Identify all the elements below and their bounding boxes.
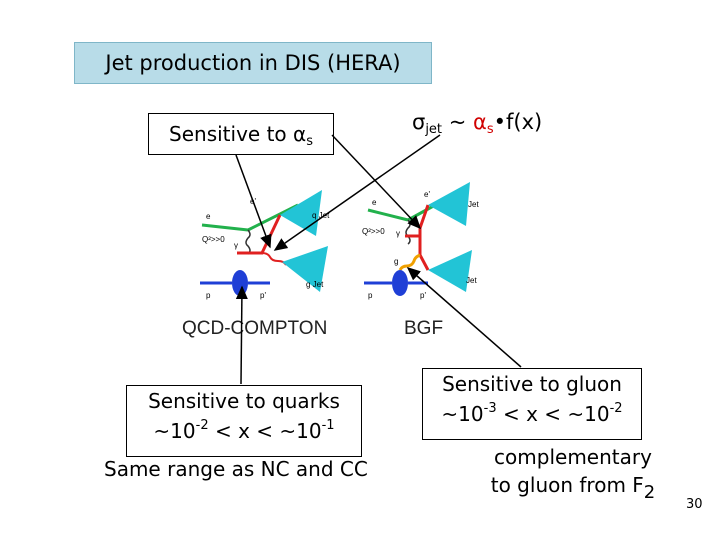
quarks-line1: Sensitive to quarks <box>148 389 340 413</box>
qcd-electron-out-line <box>247 203 299 232</box>
qcd-gluon-line <box>261 252 287 266</box>
sigma-sub: jet <box>425 122 443 137</box>
slide-title: Jet production in DIS (HERA) <box>74 42 432 84</box>
qcd-photon-line <box>245 229 251 255</box>
page-number: 30 <box>686 497 703 512</box>
bgf-pprime-label: p' <box>420 291 426 300</box>
arrow-alpha-to-qcd <box>235 154 272 249</box>
arrow-quarks-to-proton <box>235 285 248 385</box>
quarks-range: ~10-2 < x < ~10-1 <box>153 418 335 443</box>
formula-rest: •f(x) <box>493 110 543 134</box>
bgf-photon-line <box>405 219 411 245</box>
qcd-gamma-label: γ <box>234 241 238 250</box>
sensitive-alpha-text: Sensitive to α <box>169 122 307 146</box>
bgf-gamma-label: γ <box>396 229 400 238</box>
sigma-symbol: σ <box>412 110 426 134</box>
gluon-line1: Sensitive to gluon <box>442 372 622 396</box>
same-range-text: Same range as NC and CC <box>104 457 368 481</box>
bgf-g-label: g <box>394 257 398 266</box>
qcd-p-label: p <box>206 291 211 300</box>
qcd-qjet-label: q Jet <box>312 211 330 220</box>
sigma-formula: σjet ~ αs•f(x) <box>412 110 543 137</box>
complementary-text: complementary to gluon from F2 <box>478 443 668 503</box>
qcd-quark-vertex-line <box>237 214 282 255</box>
qcd-gjet-cone <box>282 246 328 292</box>
bgf-e-label: e <box>372 198 377 207</box>
arrow-alpha-to-bgf <box>331 134 422 230</box>
gluon-range: ~10-3 < x < ~10-2 <box>441 401 623 426</box>
bgf-jet-top-cone <box>428 182 470 226</box>
tilde: ~ <box>442 110 473 134</box>
qcd-e-label: e <box>206 212 211 221</box>
alpha-sub: s <box>486 122 494 137</box>
bgf-gluon-line <box>398 253 421 271</box>
qcd-gjet-label: g Jet <box>306 280 324 289</box>
qcd-compton-diagram: e e' q Jet g Jet Q²>>0 γ p p' QCD-COMPTO… <box>182 190 330 339</box>
bgf-quark-loop-line <box>418 204 430 271</box>
bgf-jet-top-label: Jet <box>468 200 479 209</box>
bgf-eprime-label: e' <box>424 190 430 199</box>
bgf-q2-label: Q²>>0 <box>362 227 385 236</box>
qcd-q2-label: Q²>>0 <box>202 235 225 244</box>
qcd-proton-blob <box>232 270 248 296</box>
bgf-proton-blob <box>392 270 408 296</box>
qcd-pprime-label: p' <box>260 291 266 300</box>
bgf-diagram: e e' Jet Jet Q²>>0 γ g p p' BGF <box>362 182 479 339</box>
alpha-symbol: α <box>472 110 487 134</box>
bgf-label: BGF <box>404 318 443 339</box>
sensitive-alpha-box: Sensitive to αs <box>148 113 334 155</box>
sensitive-quarks-box: Sensitive to quarks ~10-2 < x < ~10-1 <box>126 385 362 457</box>
qcd-compton-label: QCD-COMPTON <box>182 318 327 339</box>
sensitive-alpha-sub: s <box>306 134 313 149</box>
complementary-line1: complementary <box>494 445 652 469</box>
sensitive-gluon-box: Sensitive to gluon ~10-3 < x < ~10-2 <box>422 368 642 440</box>
qcd-electron-in-line <box>201 223 249 232</box>
arrow-sigma-to-qcd <box>273 134 441 251</box>
bgf-jet-bottom-label: Jet <box>466 276 477 285</box>
complementary-line2: to gluon from F2 <box>490 473 656 503</box>
arrow-gluon-to-bgf <box>406 267 522 368</box>
bgf-jet-bottom-cone <box>428 250 472 292</box>
bgf-p-label: p <box>368 291 373 300</box>
bgf-electron-in-line <box>367 208 409 222</box>
